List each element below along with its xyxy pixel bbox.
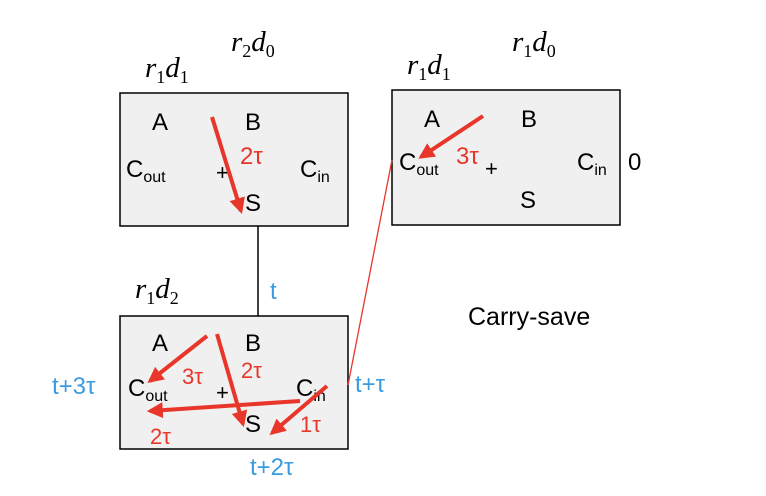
delay-label-cin-s: 1τ xyxy=(300,412,321,437)
carry-out-label: Cout xyxy=(399,149,439,179)
svg-text:r1d1: r1d1 xyxy=(407,49,451,84)
delay-arrow-cin-to-cout xyxy=(146,399,301,419)
plus-sign: + xyxy=(216,380,229,405)
delay-label-a-cout: 3τ xyxy=(182,364,203,389)
delay-label-a-s: 2τ xyxy=(241,358,262,383)
delay-label-cin-cout: 2τ xyxy=(150,424,171,449)
svg-text:r2d0: r2d0 xyxy=(231,26,275,61)
register-label-top-left-b: r2d0 xyxy=(231,26,275,61)
delay-arrow-a-to-cout xyxy=(147,334,209,383)
time-label-t-plus-2tau: t+2τ xyxy=(250,454,294,481)
time-label-t-plus-tau: t+τ xyxy=(355,371,386,398)
plus-sign: + xyxy=(485,156,498,181)
svg-text:r1d1: r1d1 xyxy=(145,52,189,87)
register-label-top-right-b: r1d0 xyxy=(512,26,556,61)
carry-connection-line xyxy=(347,159,393,386)
carry-in-zero-label: 0 xyxy=(628,149,641,176)
svg-text:Cout: Cout xyxy=(399,149,439,179)
input-a-label: A xyxy=(424,106,440,133)
input-b-label: B xyxy=(521,106,537,133)
svg-text:r1d0: r1d0 xyxy=(512,26,556,61)
input-a-label: A xyxy=(152,330,168,357)
carry-in-label: Cin xyxy=(577,149,607,179)
register-label-top-left-a: r1d1 xyxy=(145,52,189,87)
svg-text:Cin: Cin xyxy=(300,156,330,186)
delay-label: 2τ xyxy=(240,143,263,170)
svg-text:Cout: Cout xyxy=(128,375,168,405)
time-label-t: t xyxy=(270,278,277,305)
sum-output-label: S xyxy=(245,190,261,217)
input-a-label: A xyxy=(152,109,168,136)
svg-text:r1d2: r1d2 xyxy=(135,273,179,308)
carry-save-caption: Carry-save xyxy=(468,303,590,331)
delay-label: 3τ xyxy=(456,143,479,170)
delay-arrow-a-to-s xyxy=(210,116,245,215)
delay-arrow-a-to-s xyxy=(215,333,248,428)
time-label-t-plus-3tau: t+3τ xyxy=(52,373,96,400)
sum-output-label: S xyxy=(245,411,261,438)
input-b-label: B xyxy=(245,109,261,136)
input-b-label: B xyxy=(245,330,261,357)
register-label-top-right-a: r1d1 xyxy=(407,49,451,84)
carry-out-label: Cout xyxy=(128,375,168,405)
carry-out-label: Cout xyxy=(126,156,166,186)
register-label-bottom-left: r1d2 xyxy=(135,273,179,308)
delay-arrow-a-to-cout xyxy=(418,114,485,159)
svg-text:Cin: Cin xyxy=(577,149,607,179)
carry-in-label: Cin xyxy=(300,156,330,186)
sum-output-label: S xyxy=(520,187,536,214)
delay-arrow-cin-to-s xyxy=(269,384,329,436)
svg-text:Cout: Cout xyxy=(126,156,166,186)
